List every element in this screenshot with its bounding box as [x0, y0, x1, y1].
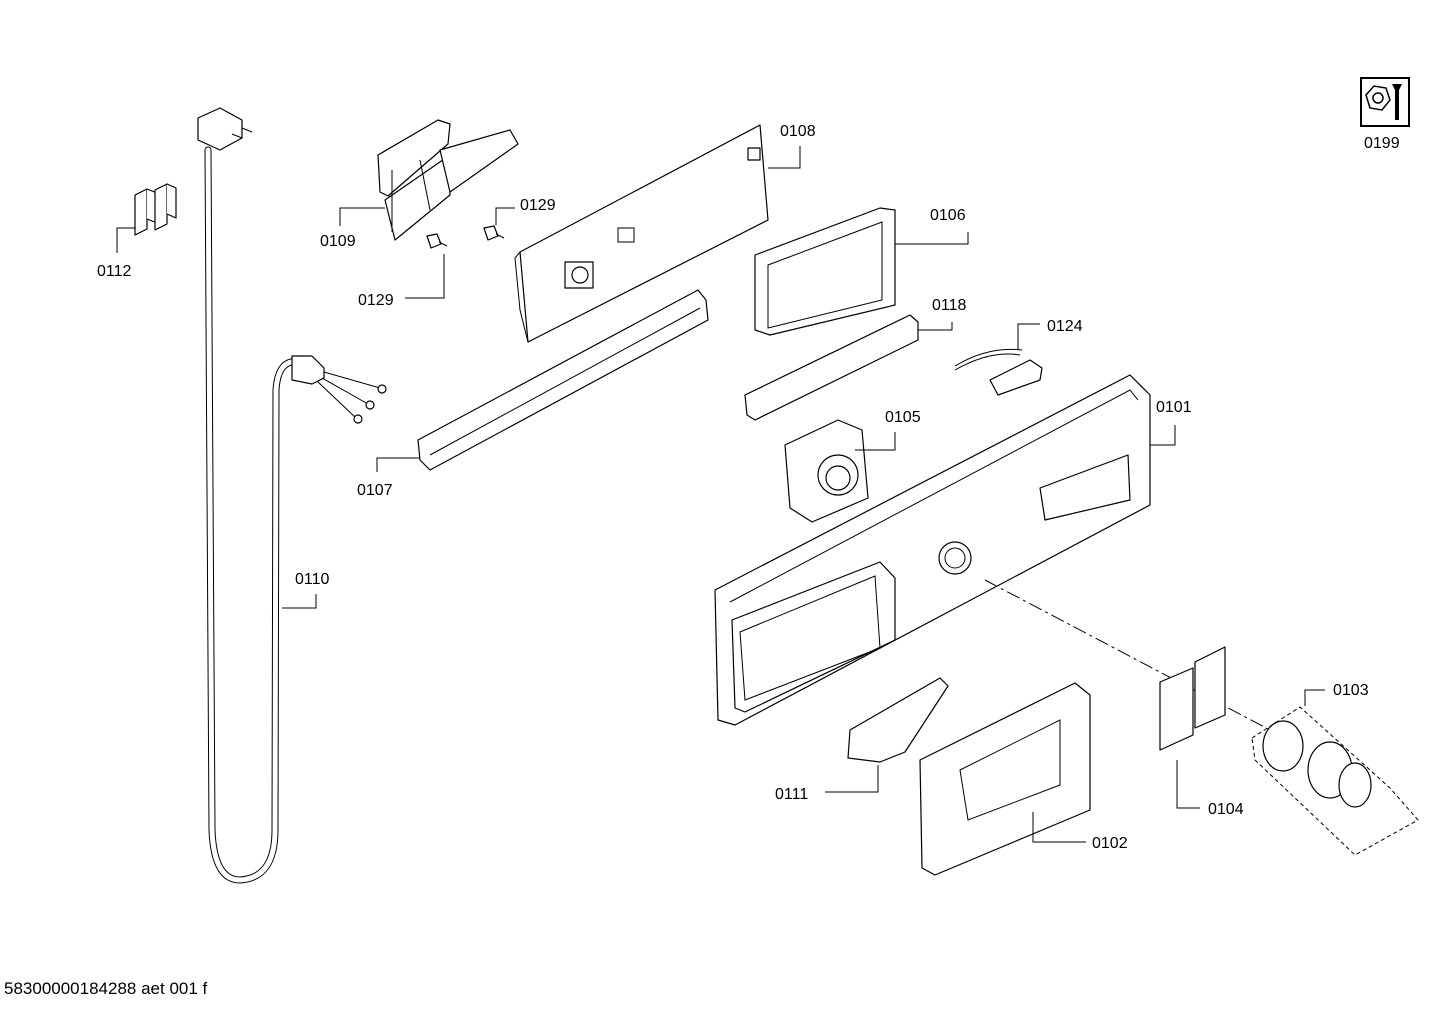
screw-part-upper — [483, 225, 505, 241]
detergent-drawer-part — [919, 682, 1091, 876]
part-label-0108: 0108 — [780, 123, 816, 140]
service-tool-icon — [1360, 77, 1410, 127]
part-label-0129-lower: 0129 — [358, 292, 394, 309]
part-label-0104: 0104 — [1208, 801, 1244, 818]
bracket-part — [377, 119, 519, 241]
part-label-0101: 0101 — [1156, 399, 1192, 416]
part-label-0112: 0112 — [97, 263, 132, 280]
part-label-0103: 0103 — [1333, 682, 1369, 699]
screw-part-lower — [426, 233, 448, 249]
holder-rail-part — [744, 314, 919, 421]
part-label-0109: 0109 — [320, 233, 356, 250]
power-cable-part — [197, 107, 387, 884]
part-label-0107: 0107 — [357, 482, 393, 499]
part-label-0199: 0199 — [1364, 135, 1400, 152]
display-cover-part — [754, 207, 896, 336]
part-label-0124: 0124 — [1047, 318, 1083, 335]
part-label-0110: 0110 — [295, 571, 330, 588]
key-rail-part — [417, 289, 709, 471]
program-selector-part — [784, 419, 869, 523]
document-reference: 58300000184288 aet 001 f — [4, 979, 208, 998]
label-sheet-part — [1159, 646, 1226, 751]
part-label-0111: 0111 — [775, 786, 808, 803]
part-label-0102: 0102 — [1092, 835, 1128, 852]
part-label-0106: 0106 — [930, 207, 966, 224]
control-board-part — [514, 124, 769, 343]
knob-assembly-part — [1251, 706, 1419, 856]
part-label-0129-upper: 0129 — [520, 197, 556, 214]
part-label-0105: 0105 — [885, 409, 921, 426]
wire-module-part — [954, 348, 1043, 396]
part-label-0118: 0118 — [932, 297, 967, 314]
cable-clip-part — [134, 183, 177, 236]
control-panel-fascia-part — [714, 374, 1151, 726]
drawer-insert-part — [847, 677, 949, 763]
